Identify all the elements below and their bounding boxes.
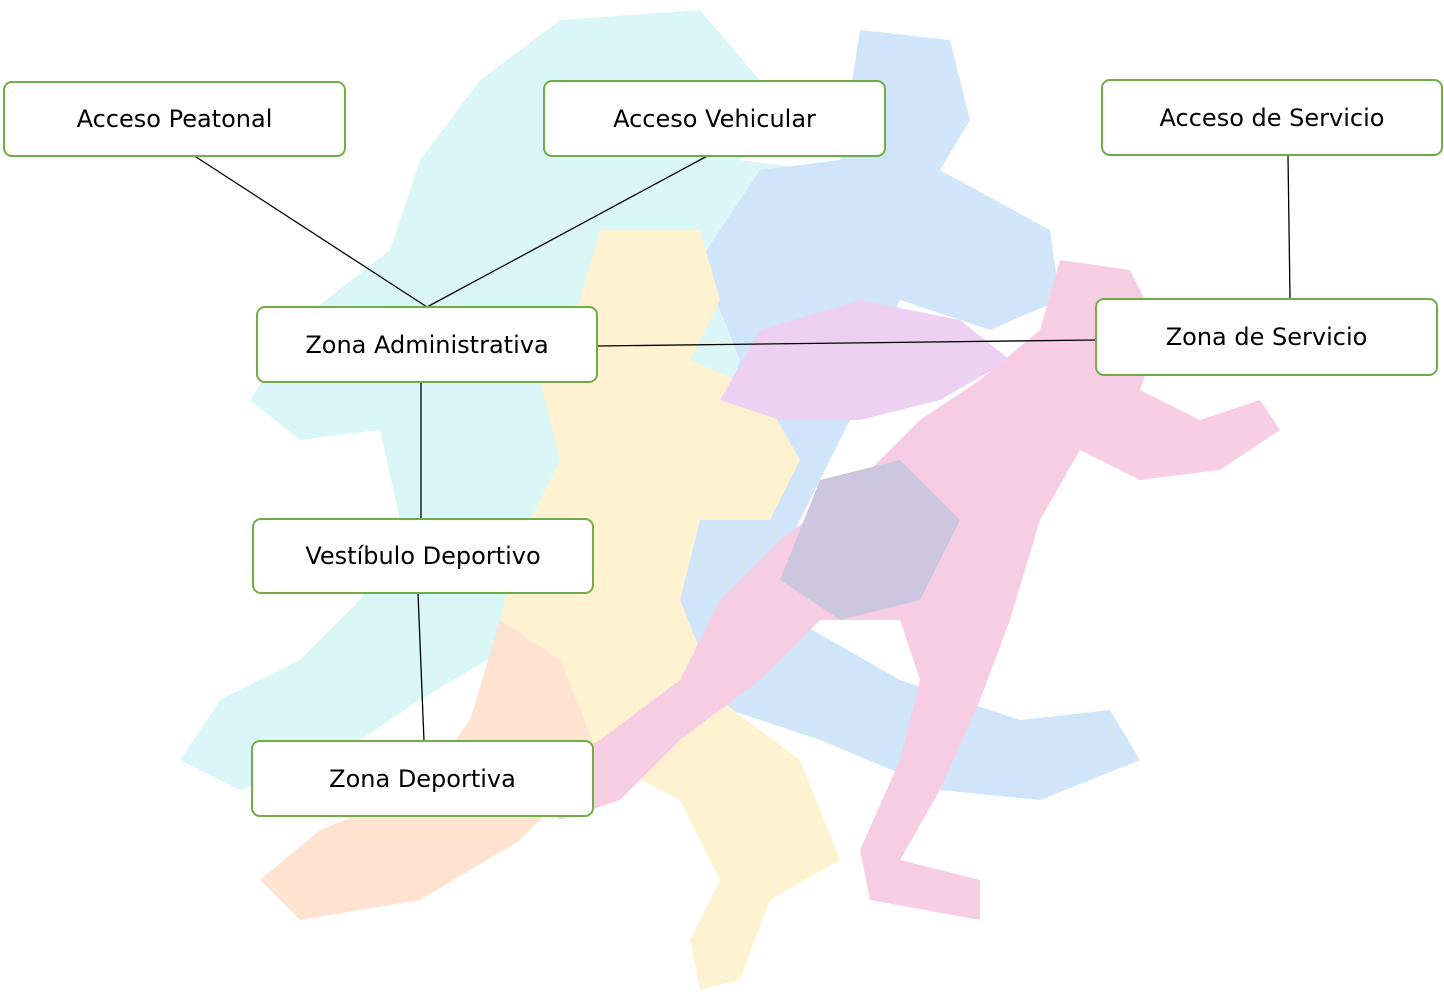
connector-vehicular-admin (426, 153, 712, 308)
node-label: Zona de Servicio (1165, 323, 1368, 351)
node-zona-administrativa: Zona Administrativa (256, 306, 598, 383)
node-zona-servicio: Zona de Servicio (1095, 298, 1438, 376)
node-acceso-servicio: Acceso de Servicio (1101, 79, 1443, 156)
node-zona-deportiva: Zona Deportiva (251, 740, 594, 817)
node-label: Zona Administrativa (305, 330, 549, 359)
connector-peatonal-admin (192, 154, 428, 308)
node-label: Acceso Vehicular (613, 104, 816, 133)
connector-acceso-servicio-zona-servicio (1287, 155, 1291, 299)
node-acceso-vehicular: Acceso Vehicular (543, 80, 886, 157)
node-label: Acceso de Servicio (1159, 103, 1385, 132)
node-acceso-peatonal: Acceso Peatonal (3, 81, 346, 157)
node-vestibulo-deportivo: Vestíbulo Deportivo (252, 518, 594, 594)
node-label: Vestíbulo Deportivo (305, 542, 541, 570)
connector-vestibulo-deportiva (417, 592, 425, 742)
connector-admin-zona-servicio (596, 339, 1097, 347)
node-label: Zona Deportiva (329, 764, 516, 793)
node-label: Acceso Peatonal (76, 105, 273, 133)
